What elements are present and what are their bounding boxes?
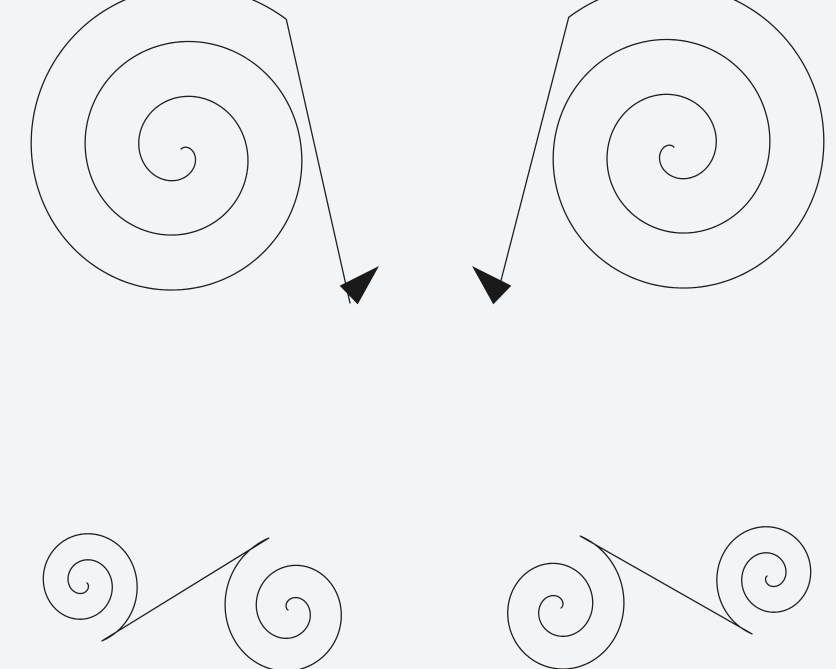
- spiral-diagram: [0, 0, 836, 669]
- background: [0, 0, 836, 669]
